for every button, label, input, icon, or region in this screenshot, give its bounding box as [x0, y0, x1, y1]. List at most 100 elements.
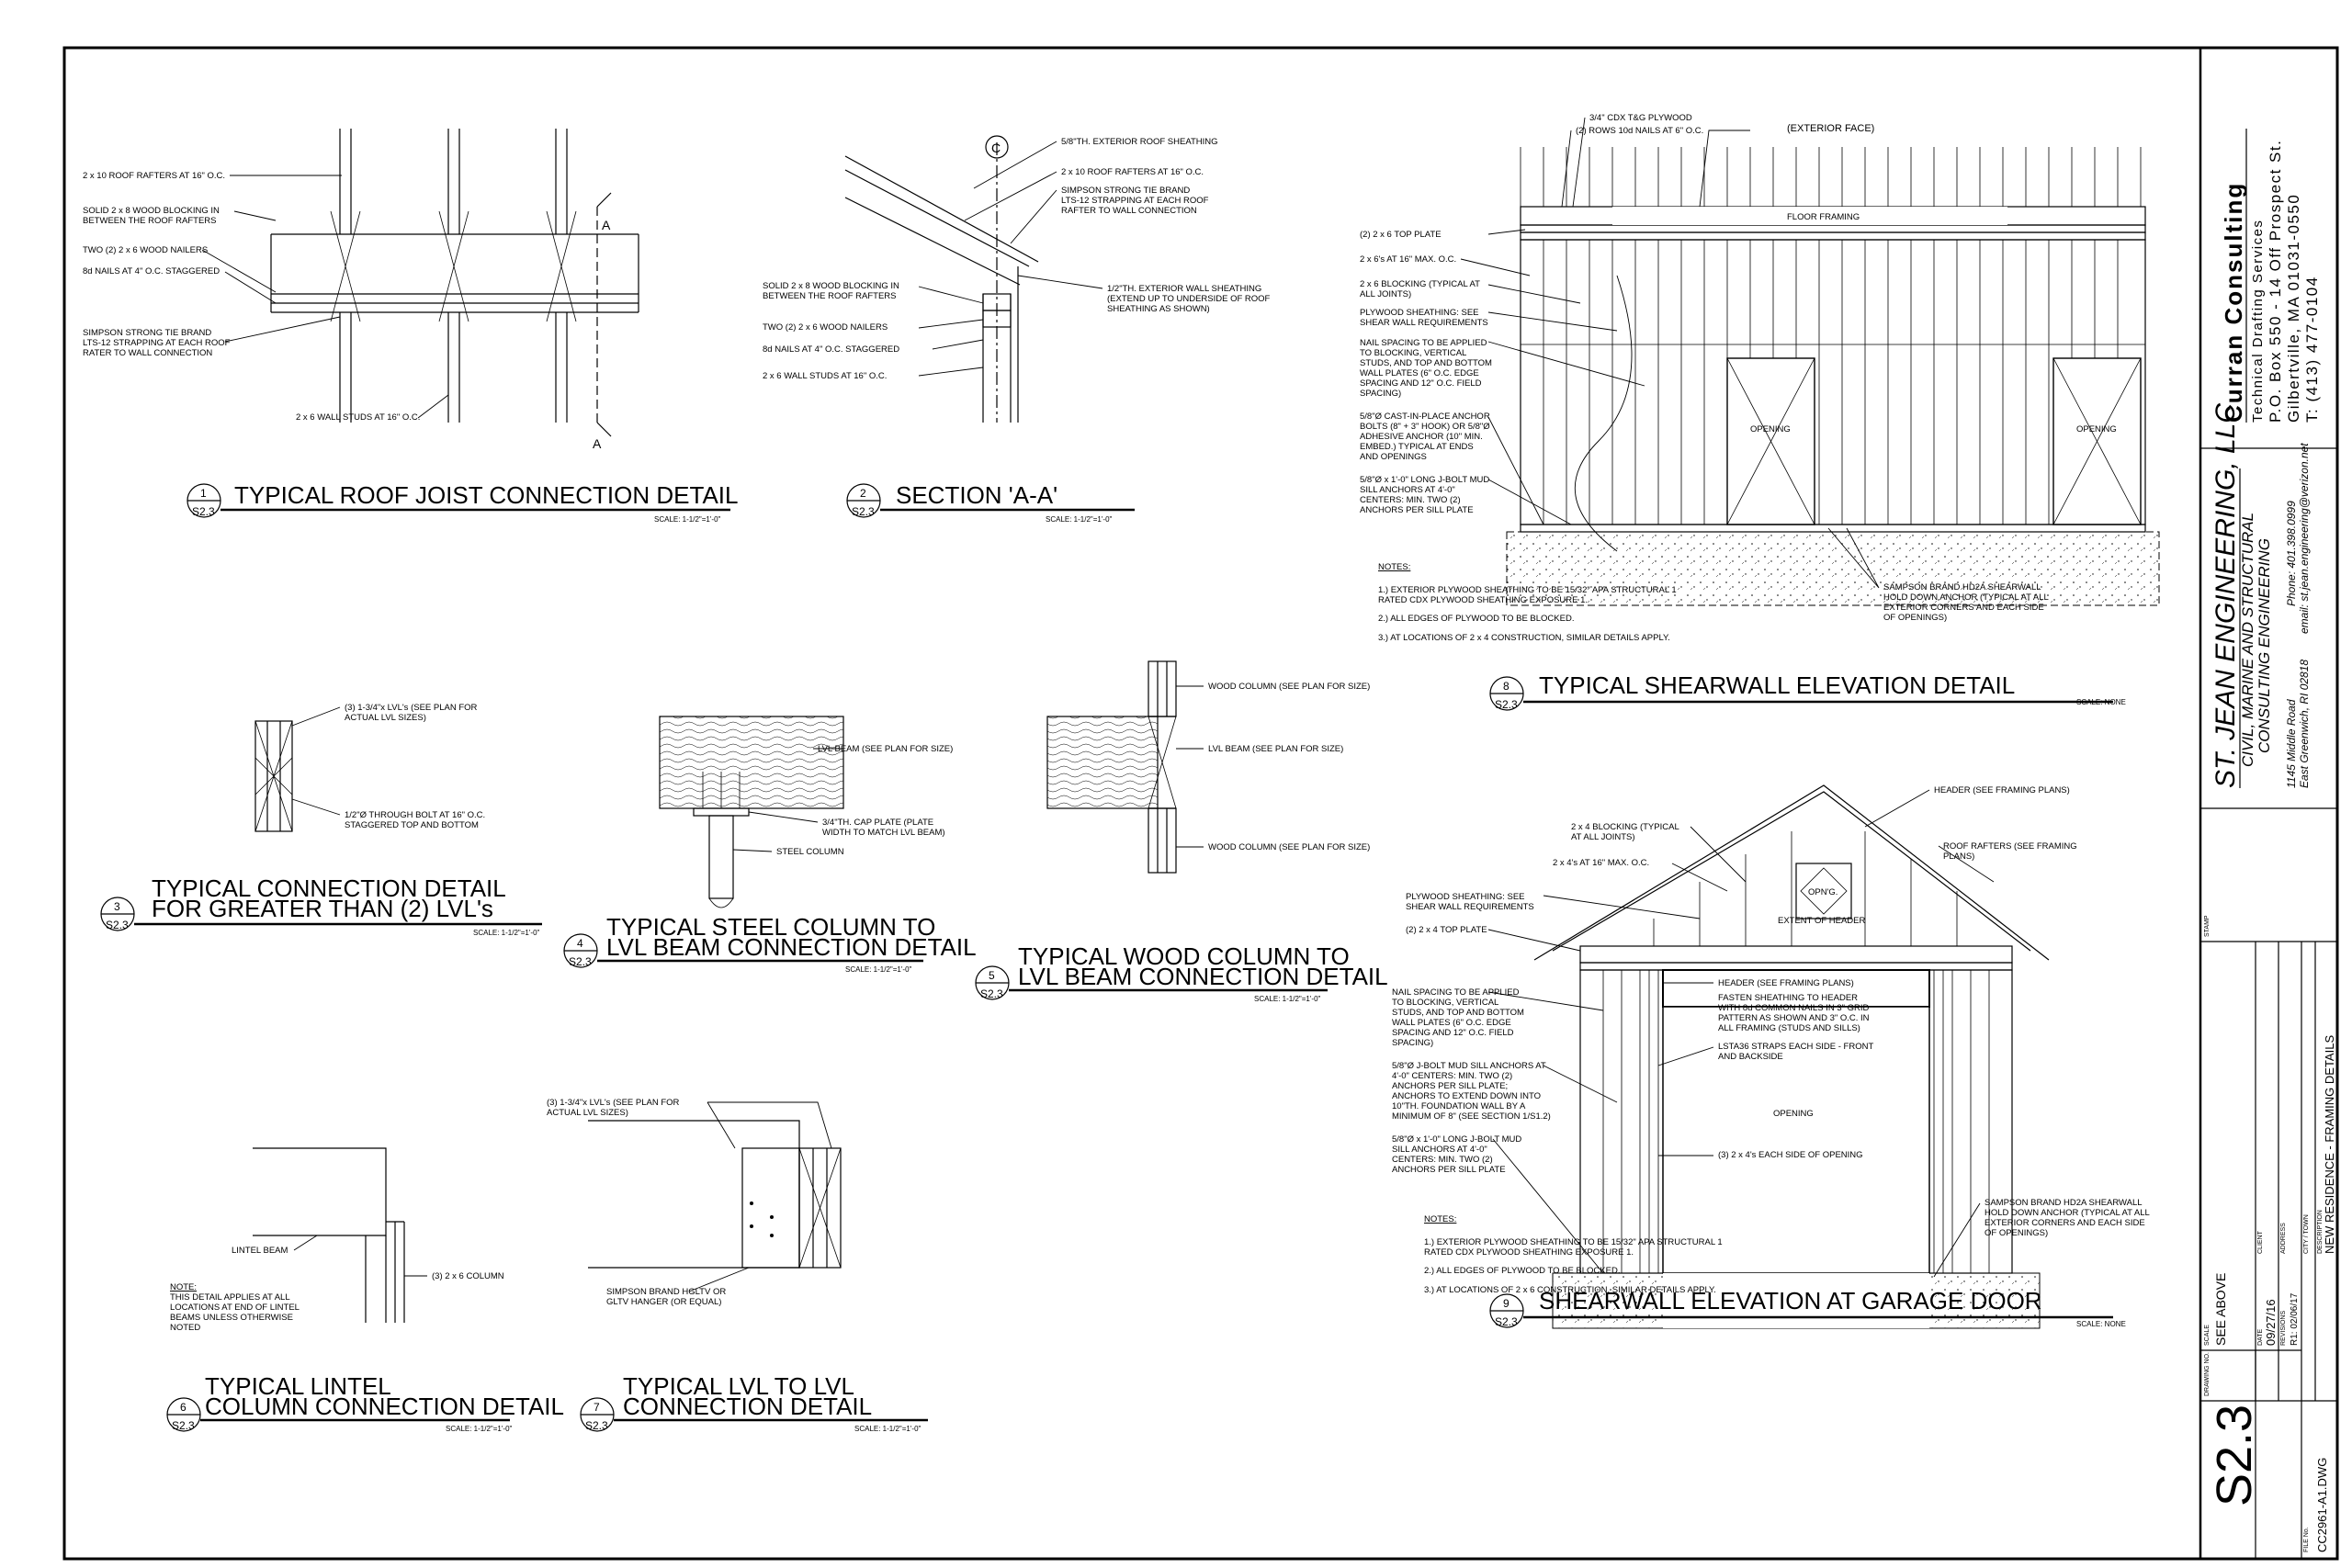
- d4-title-1: TYPICAL STEEL COLUMN TO: [606, 913, 935, 941]
- d1-note-studs: 2 x 6 WALL STUDS AT 16" O.C.: [296, 412, 420, 423]
- d1-scale: SCALE: 1-1/2"=1'-0": [654, 515, 721, 524]
- d1-note-blocking-2: BETWEEN THE ROOF RAFTERS: [83, 216, 217, 226]
- d9-scale: SCALE: NONE: [2076, 1320, 2126, 1328]
- d3-note-lvls-2: ACTUAL LVL SIZES): [345, 713, 426, 723]
- d9-note-nailing-2: TO BLOCKING, VERTICAL: [1392, 998, 1498, 1008]
- address-label: ADDRESS: [2280, 1223, 2287, 1254]
- d9-note-2: 2.) ALL EDGES OF PLYWOOD TO BE BLOCKED.: [1424, 1266, 1620, 1276]
- d4-num: 4: [577, 937, 583, 950]
- detail-2-section-a-a: C 5/8"TH. EXTERIOR ROOF SHEATHING 2 x 10…: [763, 135, 1271, 524]
- d9-note-jbolt-4: ANCHORS PER SILL PLATE: [1392, 1165, 1506, 1175]
- d8-note-sheathing: PLYWOOD SHEATHING: SEE: [1360, 308, 1479, 318]
- d7-sheet: S2.3: [585, 1419, 608, 1432]
- d8-note-studs: 2 x 6's AT 16" MAX. O.C.: [1360, 254, 1456, 265]
- d9-note-blocking-2: AT ALL JOINTS): [1571, 832, 1635, 842]
- d2-note-simpson-3: RAFTER TO WALL CONNECTION: [1061, 206, 1197, 216]
- file-value: CC2961-A1.DWG: [2315, 1458, 2329, 1552]
- d8-note-anchor-5: AND OPENINGS: [1360, 452, 1427, 462]
- d2-note-rafters: 2 x 10 ROOF RAFTERS AT 16" O.C.: [1061, 167, 1204, 177]
- d5-title-1: TYPICAL WOOD COLUMN TO: [1018, 942, 1350, 970]
- d3-scale: SCALE: 1-1/2"=1'-0": [473, 929, 540, 937]
- d9-note-anchor-1: 5/8"Ø J-BOLT MUD SILL ANCHORS AT: [1392, 1061, 1546, 1071]
- d5-sheet: S2.3: [980, 987, 1003, 1000]
- d9-opng: OPN'G.: [1808, 887, 1838, 897]
- drawing-label: DRAWING NO.: [2204, 1352, 2211, 1396]
- engineer-name: ST. JEAN ENGINEERING, LLC: [2211, 403, 2241, 788]
- d4-sheet: S2.3: [569, 955, 592, 968]
- d8-note-nailing-6: SPACING): [1360, 389, 1401, 399]
- d2-note-wall-sheathing-3: SHEATHING AS SHOWN): [1107, 304, 1210, 314]
- d6-title-2: COLUMN CONNECTION DETAIL: [205, 1393, 564, 1420]
- d1-note-simpson-2: LTS-12 STRAPPING AT EACH ROOF: [83, 338, 231, 348]
- d2-note-nails: 8d NAILS AT 4" O.C. STAGGERED: [763, 344, 899, 355]
- d6-scale: SCALE: 1-1/2"=1'-0": [446, 1425, 513, 1433]
- d7-note-lvls-2: ACTUAL LVL SIZES): [547, 1108, 628, 1118]
- engineer-tagline-2: CONSULTING ENGINEERING: [2256, 538, 2273, 753]
- client-label: CLIENT: [2257, 1230, 2264, 1254]
- d9-note-straps-2: AND BACKSIDE: [1718, 1052, 1783, 1062]
- detail-6-lintel-column: LINTEL BEAM (3) 2 x 6 COLUMN NOTE: THIS …: [166, 1147, 564, 1433]
- d6-note-3: BEAMS UNLESS OTHERWISE: [170, 1313, 293, 1323]
- d6-note-2: LOCATIONS AT END OF LINTEL: [170, 1303, 300, 1313]
- d9-note-nailing-3: STUDS, AND TOP AND BOTTOM: [1392, 1008, 1524, 1018]
- d2-sheet: S2.3: [852, 505, 875, 518]
- d2-note-wall-sheathing-2: (EXTEND UP TO UNDERSIDE OF ROOF: [1107, 294, 1271, 304]
- d2-note-blocking-2: BETWEEN THE ROOF RAFTERS: [763, 291, 897, 301]
- detail-4-steel-column: LVL BEAM (SEE PLAN FOR SIZE) 3/4"TH. CAP…: [563, 716, 977, 974]
- d9-note-fasten-3: PATTERN AS SHOWN AND 3" O.C. IN: [1718, 1013, 1870, 1023]
- detail-8-shearwall-elevation: FLOOR FRAMING OPENING OPENING 3/4" CDX T…: [1360, 113, 2160, 711]
- d8-note-exterior-face: (EXTERIOR FACE): [1787, 123, 1874, 134]
- d8-note-holddown-4: OF OPENINGS): [1883, 613, 1947, 623]
- detail-3-lvl-connection: (3) 1-3/4"x LVL's (SEE PLAN FOR ACTUAL L…: [100, 703, 542, 937]
- engineer-email: email: st.jean.engineering@verizon.net: [2298, 443, 2311, 634]
- d9-notes-heading: NOTES:: [1424, 1214, 1456, 1224]
- d8-note-anchor-4: EMBED.) TYPICAL AT ENDS: [1360, 442, 1474, 452]
- description-value: NEW RESIDENCE - FRAMING DETAILS: [2323, 1035, 2336, 1254]
- d8-note-top-plate: (2) 2 x 6 TOP PLATE: [1360, 230, 1442, 240]
- d9-note-holddown-3: EXTERIOR CORNERS AND EACH SIDE: [1984, 1218, 2145, 1228]
- d8-note-2: 2.) ALL EDGES OF PLYWOOD TO BE BLOCKED.: [1378, 614, 1574, 624]
- d8-opening-2: OPENING: [2076, 424, 2117, 434]
- sheet-border: [62, 46, 2339, 1561]
- d6-note-column: (3) 2 x 6 COLUMN: [432, 1271, 504, 1281]
- d9-sheet: S2.3: [1495, 1315, 1518, 1328]
- d5-num: 5: [989, 969, 995, 982]
- d3-note-lvls: (3) 1-3/4"x LVL's (SEE PLAN FOR: [345, 703, 478, 713]
- d1-note-nails: 8d NAILS AT 4" O.C. STAGGERED: [83, 266, 220, 276]
- d9-note-fasten-2: WITH 8d COMMON NAILS IN 3" GRID: [1718, 1003, 1870, 1013]
- d7-title-2: CONNECTION DETAIL: [623, 1393, 872, 1420]
- d1-note-simpson-3: RATER TO WALL CONNECTION: [83, 348, 212, 358]
- d9-note-header-top: HEADER (SEE FRAMING PLANS): [1934, 785, 2070, 795]
- revisions-label: REVISIONS: [2280, 1311, 2287, 1346]
- d9-note-fasten-1: FASTEN SHEATHING TO HEADER: [1718, 993, 1858, 1003]
- d9-note-holddown-2: HOLD DOWN ANCHOR (TYPICAL AT ALL: [1984, 1208, 2150, 1218]
- d2-note-simpson: SIMPSON STRONG TIE BRAND: [1061, 186, 1190, 196]
- d6-note-lintel: LINTEL BEAM: [232, 1246, 288, 1256]
- d9-note-1b: RATED CDX PLYWOOD SHEATHING EXPOSURE 1.: [1424, 1247, 1634, 1258]
- d8-opening-1: OPENING: [1750, 424, 1791, 434]
- d9-note-anchor-5: 10"TH. FOUNDATION WALL BY A: [1392, 1101, 1526, 1111]
- d4-scale: SCALE: 1-1/2"=1'-0": [845, 965, 912, 974]
- detail-1-roof-joist-connection: A A 2 x 10 ROOF RAFTERS AT 16" O.C. SOLI…: [83, 129, 738, 524]
- d9-opening: OPENING: [1773, 1109, 1814, 1119]
- d5-note-col-top: WOOD COLUMN (SEE PLAN FOR SIZE): [1208, 682, 1370, 692]
- d1-num: 1: [200, 487, 207, 500]
- d9-note-blocking: 2 x 4 BLOCKING (TYPICAL: [1571, 822, 1679, 832]
- detail-9-shearwall-garage: OPN'G. EXTENT OF HEADER OPENING 2 x 4 BL…: [1392, 784, 2150, 1329]
- d5-note-beam: LVL BEAM (SEE PLAN FOR SIZE): [1208, 744, 1343, 754]
- revision-value: R1: 02/06/17: [2290, 1292, 2300, 1346]
- d9-note-rafters: ROOF RAFTERS (SEE FRAMING: [1943, 841, 2077, 852]
- d7-scale: SCALE: 1-1/2"=1'-0": [854, 1425, 922, 1433]
- d8-note-1b: RATED CDX PLYWOOD SHEATHING EXPOSURE 1.: [1378, 595, 1588, 605]
- d8-note-jbolt-2: SILL ANCHORS AT 4'-0": [1360, 485, 1455, 495]
- d2-note-simpson-2: LTS-12 STRAPPING AT EACH ROOF: [1061, 196, 1209, 206]
- d8-note-nailing-4: WALL PLATES (6" O.C. EDGE: [1360, 368, 1479, 378]
- d8-title: TYPICAL SHEARWALL ELEVATION DETAIL: [1539, 671, 2015, 699]
- d3-note-bolt-2: STAGGERED TOP AND BOTTOM: [345, 820, 479, 830]
- d9-note-jbolt-3: CENTERS: MIN. TWO (2): [1392, 1155, 1493, 1165]
- d9-note-jbolt-2: SILL ANCHORS AT 4'-0": [1392, 1145, 1487, 1155]
- d8-note-nailing-3: STUDS, AND TOP AND BOTTOM: [1360, 358, 1492, 368]
- d9-num: 9: [1503, 1297, 1510, 1310]
- d9-note-anchor-3: ANCHORS PER SILL PLATE;: [1392, 1081, 1508, 1091]
